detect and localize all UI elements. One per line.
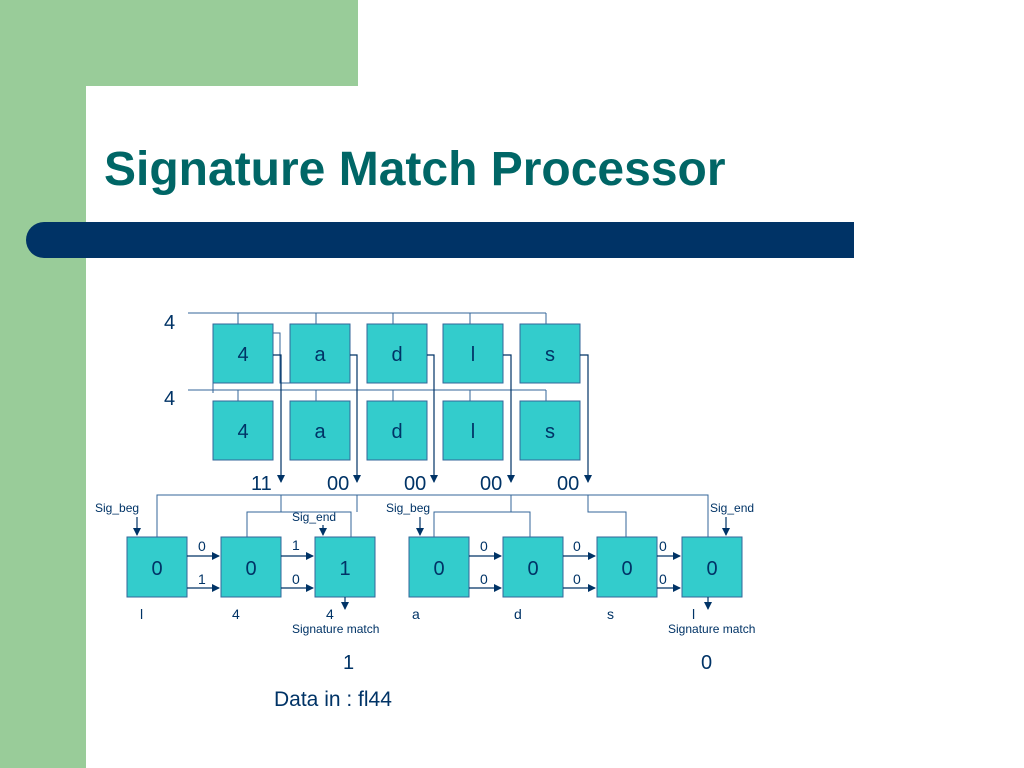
bottom-row: 0 0 1 0 0 0 0: [126, 536, 743, 598]
char-6: s: [607, 606, 614, 622]
bottom-cell-2: [220, 536, 282, 598]
top-cell-3-text: d: [391, 344, 402, 366]
top-cell-4-text: l: [471, 344, 475, 366]
top-cell-4: [442, 323, 504, 384]
char-5: d: [514, 606, 522, 622]
bottom-arrows: [187, 552, 681, 592]
middle-cell-4: [442, 400, 504, 461]
middle-cell-2-text: a: [314, 421, 326, 443]
top-row: 4 a d l s: [212, 323, 581, 384]
bit-top-3: 0: [480, 538, 488, 554]
compare-wires: [273, 354, 592, 483]
bit-top-2: 1: [292, 537, 300, 553]
top-cell-2-text: a: [314, 344, 326, 366]
compare-output-2: 00: [327, 473, 349, 495]
top-row-input: 4: [164, 312, 175, 334]
routing-lines: [156, 494, 709, 537]
compare-output-1: 11: [251, 473, 272, 495]
sig-end-label-2: Sig_end: [710, 501, 754, 515]
bottom-cell-1: [126, 536, 188, 598]
bottom-cell-5-text: 0: [527, 558, 538, 580]
sig-end-label-1: Sig_end: [292, 510, 336, 524]
bottom-cell-1-text: 0: [151, 558, 162, 580]
bottom-cell-2-text: 0: [245, 558, 256, 580]
bottom-cell-6-text: 0: [621, 558, 632, 580]
bottom-cell-3-text: 1: [339, 558, 350, 580]
middle-cell-2: [289, 400, 351, 461]
compare-output-4: 00: [480, 473, 502, 495]
char-2: 4: [232, 606, 240, 622]
bit-bottom-2: 0: [292, 571, 300, 587]
bit-bottom-4: 0: [573, 571, 581, 587]
bottom-cell-7: [681, 536, 743, 598]
compare-outputs: 11 00 00 00 00: [251, 473, 579, 495]
bottom-edge-bits: 1 0 0 0 0: [198, 571, 667, 587]
compare-output-3: 00: [404, 473, 426, 495]
bottom-cell-6: [596, 536, 658, 598]
top-row-links: [212, 332, 290, 393]
middle-cell-3-text: d: [391, 421, 402, 443]
top-cell-1: [212, 323, 274, 384]
char-3: 4: [326, 606, 334, 622]
middle-cell-1: [212, 400, 274, 461]
green-side-bar: [0, 0, 86, 768]
top-cell-1-text: 4: [237, 344, 248, 366]
middle-bus: [188, 389, 547, 401]
middle-row: 4 a d l s: [212, 400, 581, 461]
bit-top-1: 0: [198, 538, 206, 554]
bit-top-5: 0: [659, 538, 667, 554]
signature-match-label-1: Signature match: [292, 622, 379, 636]
middle-row-input: 4: [164, 388, 175, 410]
top-cell-3: [366, 323, 428, 384]
middle-cell-1-text: 4: [237, 421, 248, 443]
sig-beg-label-1: Sig_beg: [95, 501, 139, 515]
bottom-cell-3: [314, 536, 376, 598]
slide-title: Signature Match Processor: [104, 143, 726, 196]
title-underline-band: [26, 222, 854, 258]
char-1: l: [140, 606, 143, 622]
middle-cell-5-text: s: [545, 421, 555, 443]
bottom-cell-5: [502, 536, 564, 598]
char-7: l: [692, 606, 695, 622]
bit-bottom-3: 0: [480, 571, 488, 587]
top-edge-bits: 0 1 0 0 0: [198, 537, 667, 554]
chars-below: l 4 4 a d s l: [140, 606, 695, 622]
data-in-caption: Data in : fl44: [274, 688, 392, 711]
sig-beg-label-2: Sig_beg: [386, 501, 430, 515]
signature-match-label-2: Signature match: [668, 622, 755, 636]
top-bus: [188, 312, 547, 324]
compare-output-5: 00: [557, 473, 579, 495]
middle-cell-3: [366, 400, 428, 461]
middle-cell-5: [519, 400, 581, 461]
bit-top-4: 0: [573, 538, 581, 554]
char-4: a: [412, 606, 420, 622]
top-cell-5: [519, 323, 581, 384]
bottom-cell-4: [408, 536, 470, 598]
top-cell-5-text: s: [545, 344, 555, 366]
bit-bottom-5: 0: [659, 571, 667, 587]
match-result-2: 0: [701, 652, 712, 674]
bottom-cell-7-text: 0: [706, 558, 717, 580]
match-result-1: 1: [343, 652, 354, 674]
bit-bottom-1: 1: [198, 571, 206, 587]
top-cell-2: [289, 323, 351, 384]
middle-cell-4-text: l: [471, 421, 475, 443]
bottom-cell-4-text: 0: [433, 558, 444, 580]
